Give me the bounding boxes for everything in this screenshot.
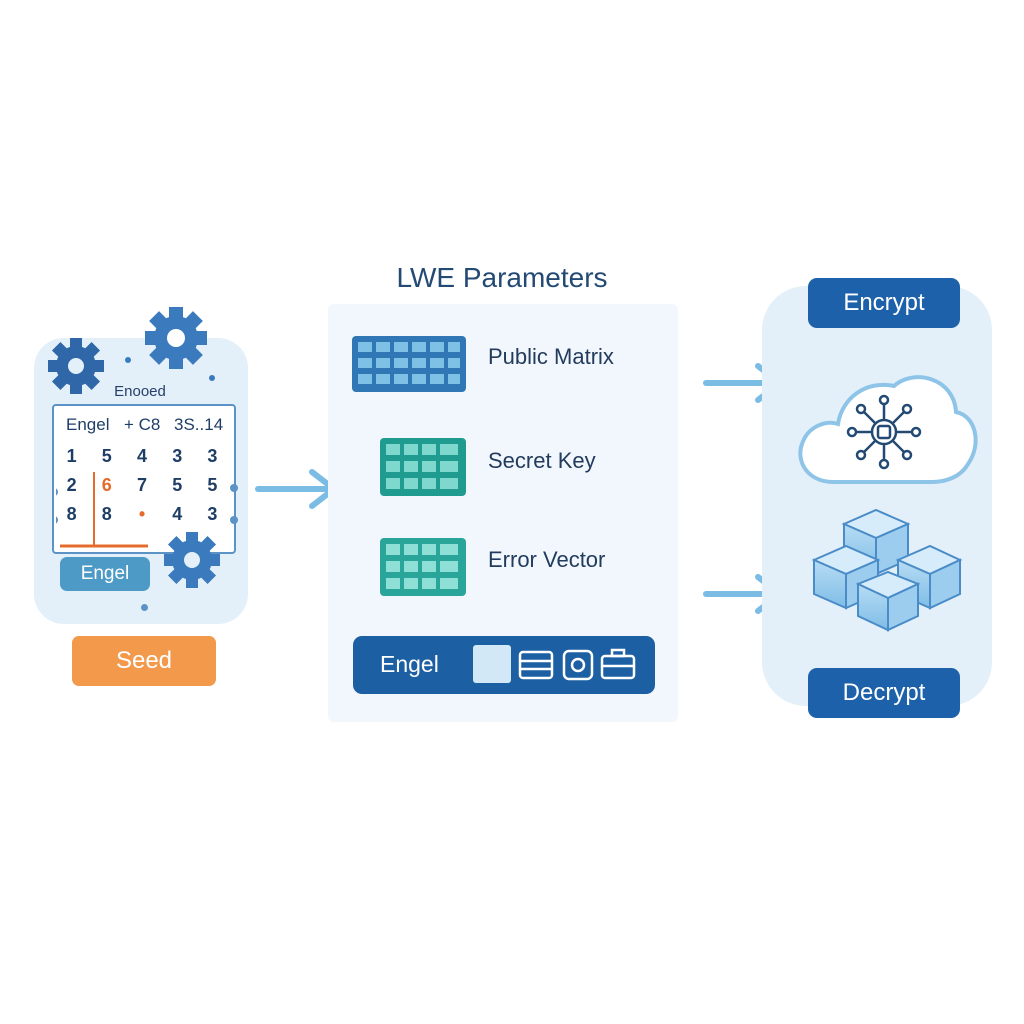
seed-digit: 4: [172, 504, 183, 524]
seed-dot: [141, 604, 148, 611]
seed-digit-grid: 1 5 4 3 3 2 6 7 5 5 8 8 • 4 3: [54, 446, 230, 525]
gear-icons: [48, 307, 215, 394]
encrypt-button[interactable]: Encrypt: [808, 278, 960, 328]
seed-digit: 4: [136, 446, 147, 466]
crypto-panel: [762, 286, 992, 706]
server-icon: [518, 650, 554, 680]
seed-header-a: Engel: [66, 415, 110, 434]
public-matrix-icon: [352, 336, 466, 392]
gear-icon: [145, 307, 207, 369]
seed-digit: 2: [66, 475, 77, 495]
arrow-seed-to-params: [255, 469, 337, 509]
seed-sheet-accents: [56, 472, 238, 588]
seed-digit: 3: [207, 504, 218, 524]
decrypt-button[interactable]: Decrypt: [808, 668, 960, 718]
engel-bar-swatch: [473, 645, 511, 683]
gear-icon: [48, 338, 104, 394]
seed-button[interactable]: Seed: [72, 636, 216, 686]
seed-digit: •: [138, 504, 146, 524]
cloud-network-icon: [798, 375, 978, 484]
secret-key-label: Secret Key: [488, 448, 596, 473]
error-vector-label: Error Vector: [488, 547, 606, 572]
seed-digit: 8: [101, 504, 112, 524]
engel-bar-label: Engel: [380, 651, 439, 677]
diagram-title: LWE Parameters: [396, 262, 608, 293]
seed-header-c: 3S..14: [174, 415, 224, 434]
seed-digit: 5: [207, 475, 218, 495]
seed-digit: 5: [101, 446, 112, 466]
gear-icon: [562, 649, 594, 681]
seed-digit: 3: [207, 446, 218, 466]
matrix-icons: [352, 336, 466, 596]
engel-bar-icons: [518, 648, 636, 681]
seed-sheet: [52, 404, 236, 554]
seed-caption: Enooed: [114, 383, 166, 400]
seed-label: Engel: [60, 557, 150, 591]
secret-key-icon: [380, 438, 466, 496]
seed-digit: 6: [101, 475, 112, 495]
gear-icon: [164, 532, 220, 588]
cubes-icon: [811, 508, 963, 632]
seed-digit: 1: [66, 446, 77, 466]
seed-digit: 5: [172, 475, 183, 495]
network-node-icon: [846, 394, 922, 470]
public-matrix-label: Public Matrix: [488, 344, 614, 369]
seed-digit: 3: [172, 446, 183, 466]
seed-digit: 8: [66, 504, 77, 524]
briefcase-icon: [600, 648, 636, 680]
seed-header-b: + C8: [124, 415, 161, 434]
seed-digit: 7: [136, 475, 147, 495]
error-vector-icon: [380, 538, 466, 596]
